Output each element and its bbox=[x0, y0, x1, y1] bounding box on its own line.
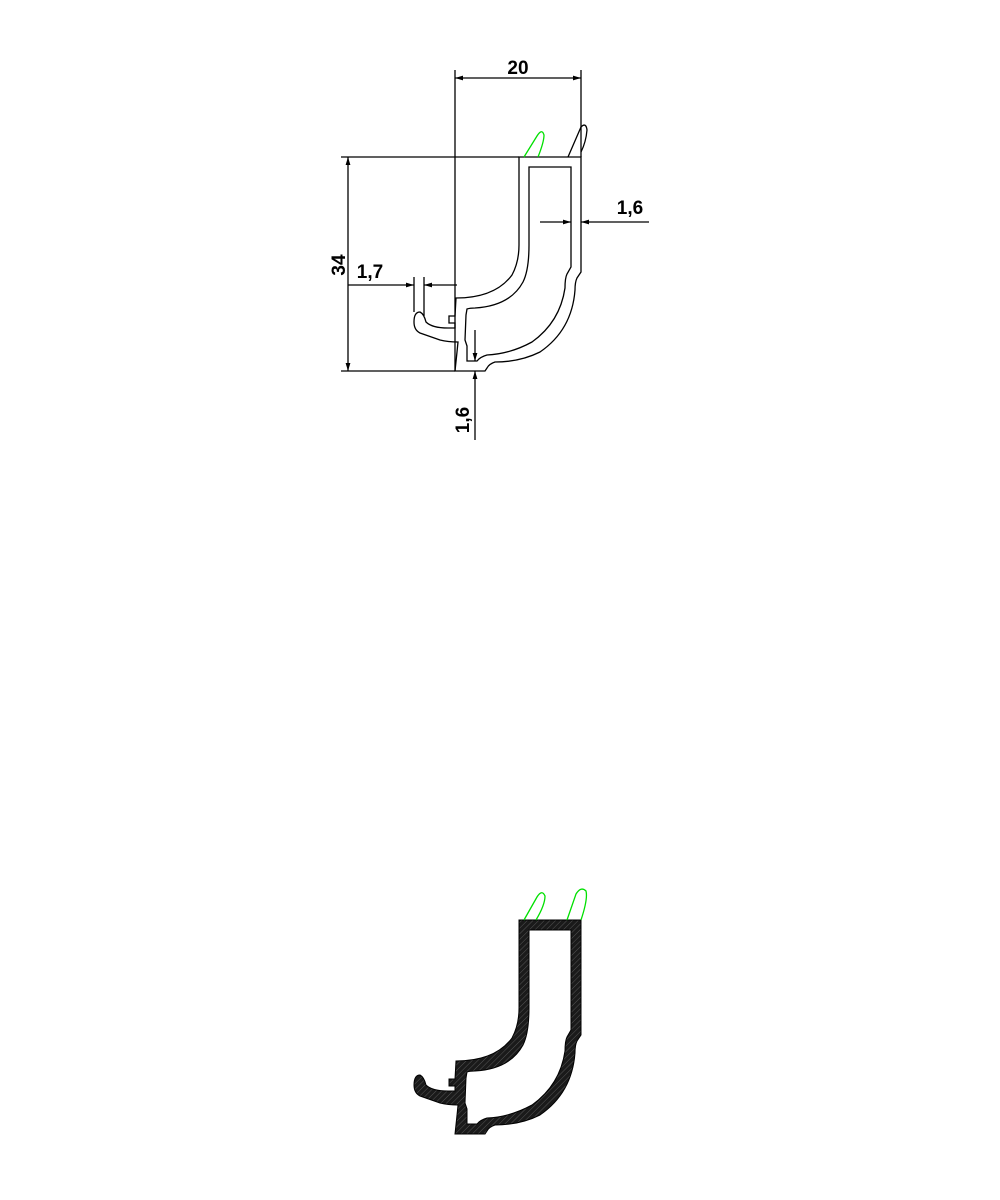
dimension-height-label: 34 bbox=[329, 254, 350, 276]
dimension-wall-left-label: 1,7 bbox=[357, 262, 383, 283]
profile-section-view bbox=[413, 888, 588, 1135]
profile-inner-contour bbox=[464, 166, 572, 362]
profile-section-fill bbox=[413, 919, 582, 1135]
gasket-lip-right bbox=[566, 888, 588, 921]
dimension-wall-right-label: 1,6 bbox=[617, 198, 643, 219]
gasket-lip-left bbox=[523, 131, 545, 158]
gasket-lip-right bbox=[567, 124, 588, 158]
dimension-width-label: 20 bbox=[507, 58, 528, 79]
dimension-wall-bottom-label: 1,6 bbox=[453, 407, 474, 433]
profile-outer-contour bbox=[413, 156, 582, 372]
profile-outline-view: 20 34 1,6 1,7 1,6 bbox=[329, 58, 649, 440]
gasket-lip-left bbox=[523, 892, 546, 921]
